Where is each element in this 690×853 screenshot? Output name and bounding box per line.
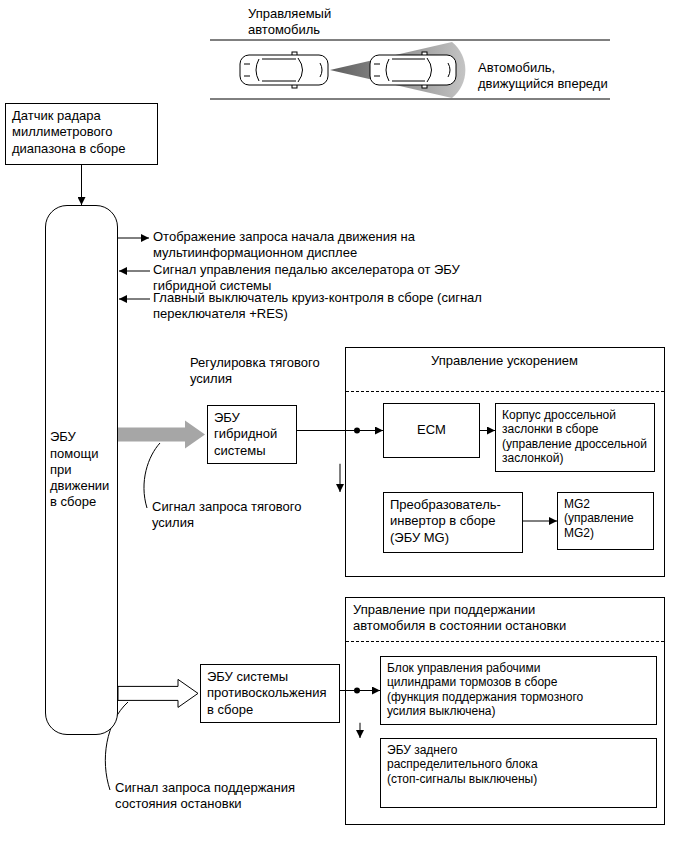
divider-line bbox=[346, 641, 664, 642]
road-line bbox=[210, 40, 610, 41]
connector-arrow bbox=[81, 165, 82, 205]
group-panel: Управление ускорениемECM Корпус дроссельн… bbox=[345, 347, 665, 577]
component-box: Блок управления рабочими цилиндрами торм… bbox=[380, 656, 657, 725]
ecu-box: ЭБУ помощи при движении в сборе bbox=[45, 205, 118, 735]
road-line bbox=[210, 99, 610, 100]
signal-arrow bbox=[119, 271, 150, 272]
box-text: MG2 (управление MG2) bbox=[564, 497, 647, 540]
ecu-box: ЭБУ гибридной системы bbox=[207, 405, 297, 464]
group-panel: Управление при поддержании автомобиля в … bbox=[345, 597, 665, 825]
car-icon bbox=[240, 52, 328, 88]
signal-label: Главный выключатель круиз-контроля в сбо… bbox=[153, 290, 525, 323]
component-box: ЭБУ заднего распределительного блока (ст… bbox=[380, 738, 657, 808]
box-text: Датчик радара миллиметрового диапазона в… bbox=[12, 108, 151, 157]
vehicle-label: Автомобиль, движущийся впереди bbox=[478, 60, 618, 93]
signal-label: Сигнал запроса поддержания состояния ост… bbox=[115, 780, 315, 813]
leader-line bbox=[144, 443, 160, 508]
block-arrow bbox=[118, 679, 198, 707]
inverter-box: Преобразователь-инвертор в сборе (ЭБУ MG… bbox=[383, 492, 523, 553]
panel-heading: Управление ускорением bbox=[431, 353, 651, 369]
box-text: ЭБУ гибридной системы bbox=[214, 410, 290, 459]
signal-label: Сигнал управления педалью акселератора о… bbox=[153, 262, 525, 295]
panel-heading: Управление при поддержании автомобиля в … bbox=[353, 602, 593, 635]
component-box: Корпус дроссельной заслонки в сборе (упр… bbox=[495, 403, 655, 472]
car-icon bbox=[370, 52, 456, 88]
connector-arrow bbox=[340, 690, 380, 691]
ecm-box: ECM bbox=[383, 403, 480, 458]
box-text: ECM bbox=[417, 422, 446, 438]
connector-arrow bbox=[360, 723, 361, 738]
divider-line bbox=[346, 391, 664, 392]
signal-label: Отображение запроса начала движения на м… bbox=[153, 229, 443, 262]
ecu-box: ЭБУ системы противоскольжения в сборе bbox=[200, 664, 340, 723]
box-text: ЭБУ помощи при движении в сборе bbox=[50, 429, 113, 510]
signal-label: Сигнал запроса тягового усилия bbox=[152, 499, 322, 532]
radar-beam bbox=[330, 42, 465, 98]
signal-arrow bbox=[119, 299, 150, 300]
box-text: Преобразователь-инвертор в сборе (ЭБУ MG… bbox=[390, 497, 516, 546]
sensor-box: Датчик радара миллиметрового диапазона в… bbox=[5, 103, 158, 165]
section-label: Регулировка тягового усилия bbox=[190, 355, 330, 388]
connector-arrow bbox=[297, 430, 383, 431]
connector-arrow bbox=[340, 464, 341, 492]
box-text: Корпус дроссельной заслонки в сборе (упр… bbox=[502, 408, 648, 466]
vehicle-label: Управляемый автомобиль bbox=[248, 6, 348, 39]
box-text: ЭБУ заднего распределительного блока (ст… bbox=[387, 743, 562, 786]
connector-arrow bbox=[523, 521, 557, 522]
signal-arrow bbox=[118, 238, 149, 239]
connector-arrow bbox=[480, 430, 495, 431]
box-text: Блок управления рабочими цилиндрами торм… bbox=[387, 661, 587, 719]
block-arrow bbox=[118, 420, 205, 448]
motor-box: MG2 (управление MG2) bbox=[557, 492, 654, 550]
box-text: ЭБУ системы противоскольжения в сборе bbox=[207, 669, 333, 718]
